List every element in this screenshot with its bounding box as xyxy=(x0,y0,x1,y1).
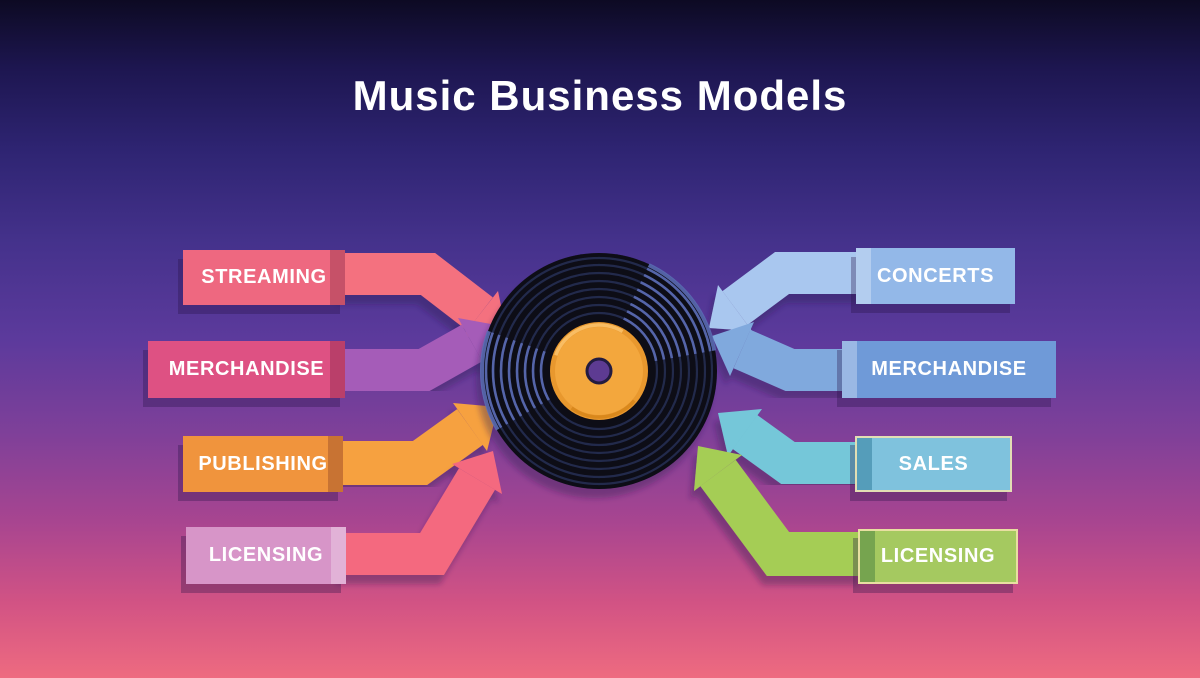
model-box-licensing-left: LICENSING xyxy=(186,527,346,584)
model-box-concerts: CONCERTS xyxy=(856,248,1015,304)
model-label-licensing-left: LICENSING xyxy=(208,544,324,566)
sales-arrow xyxy=(718,409,862,484)
vinyl-record-icon xyxy=(480,252,718,489)
model-box-sales: SALES xyxy=(855,436,1012,492)
model-label-publishing: PUBLISHING xyxy=(198,452,328,475)
model-box-streaming: STREAMING xyxy=(183,250,345,305)
model-box-licensing-right: LICENSING xyxy=(858,529,1018,584)
concerts-arrow xyxy=(709,252,862,331)
model-label-licensing-right: LICENSING xyxy=(880,545,996,567)
model-label-sales: SALES xyxy=(898,452,969,475)
licensing-left-arrow xyxy=(340,451,502,575)
licensing-right-arrow xyxy=(694,446,862,576)
publishing-arrow xyxy=(340,403,498,485)
model-label-merchandise-left: MERCHANDISE xyxy=(168,358,325,380)
merchandise-left-arrow xyxy=(340,318,502,391)
model-box-publishing: PUBLISHING xyxy=(183,436,343,492)
model-label-merchandise-right: MERCHANDISE xyxy=(871,358,1027,380)
model-label-streaming: STREAMING xyxy=(201,266,327,288)
model-box-merchandise-left: MERCHANDISE xyxy=(148,341,345,398)
model-box-merchandise-right: MERCHANDISE xyxy=(842,341,1056,398)
page-title: Music Business Models xyxy=(352,72,848,119)
model-label-concerts: CONCERTS xyxy=(876,264,995,287)
merchandise-right-arrow xyxy=(712,322,862,391)
